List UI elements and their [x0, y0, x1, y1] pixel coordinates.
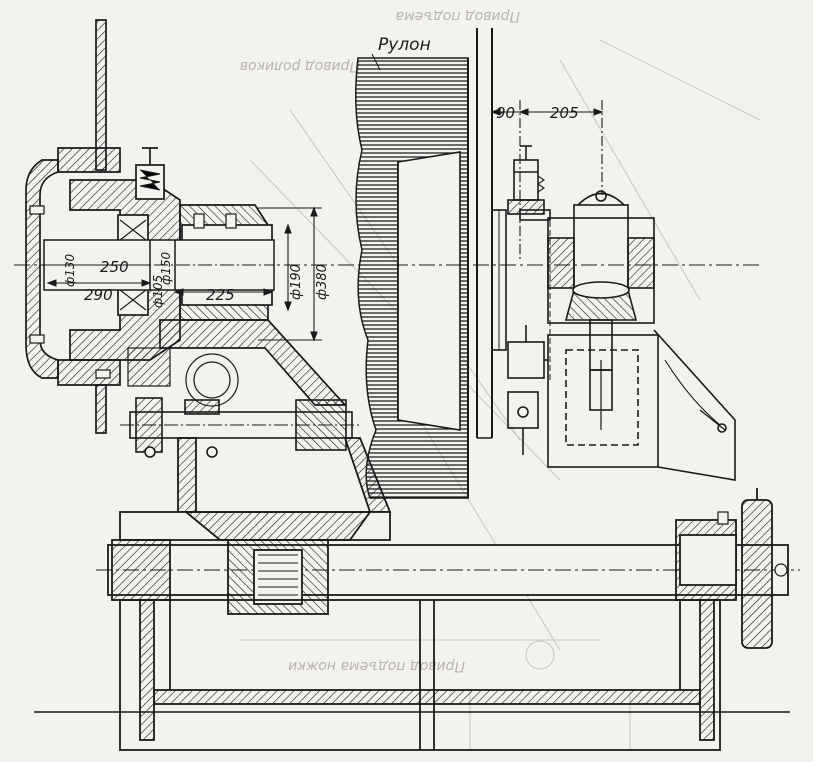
dim-205: 205 [550, 104, 579, 122]
dim-d190: ф190 [289, 264, 304, 300]
dim-d150: ф150 [159, 251, 173, 285]
reel-plates [476, 28, 507, 439]
bleed-text-drive-bottom: Привод подъема ножки [288, 658, 465, 674]
roll-leader [371, 53, 381, 71]
roll-label: Рулон [378, 35, 431, 55]
dim-250: 250 [100, 258, 129, 276]
dim-d105: ф105 [151, 275, 165, 308]
dim-225: 225 [206, 286, 235, 304]
dim-horizontal-lines [46, 264, 274, 296]
dim-d380: ф380 [315, 264, 330, 300]
dim-vertical-lines [258, 206, 322, 342]
cross-shaft [120, 397, 360, 458]
machine-frame [34, 437, 800, 751]
pneumatic-unit [507, 145, 736, 481]
top-dimension-line [490, 100, 604, 260]
gearbox-housing [25, 19, 347, 434]
dim-90: 90 [496, 104, 515, 122]
paper-roll [355, 57, 469, 499]
dim-d130: ф130 [63, 253, 77, 287]
bolts [29, 205, 788, 577]
flywheel [127, 347, 239, 407]
dim-290: 290 [84, 286, 113, 304]
bleed-text-drive-rollers: Привод роликов [240, 58, 360, 74]
bleed-text-drive-top: Привод подъема [395, 8, 520, 24]
